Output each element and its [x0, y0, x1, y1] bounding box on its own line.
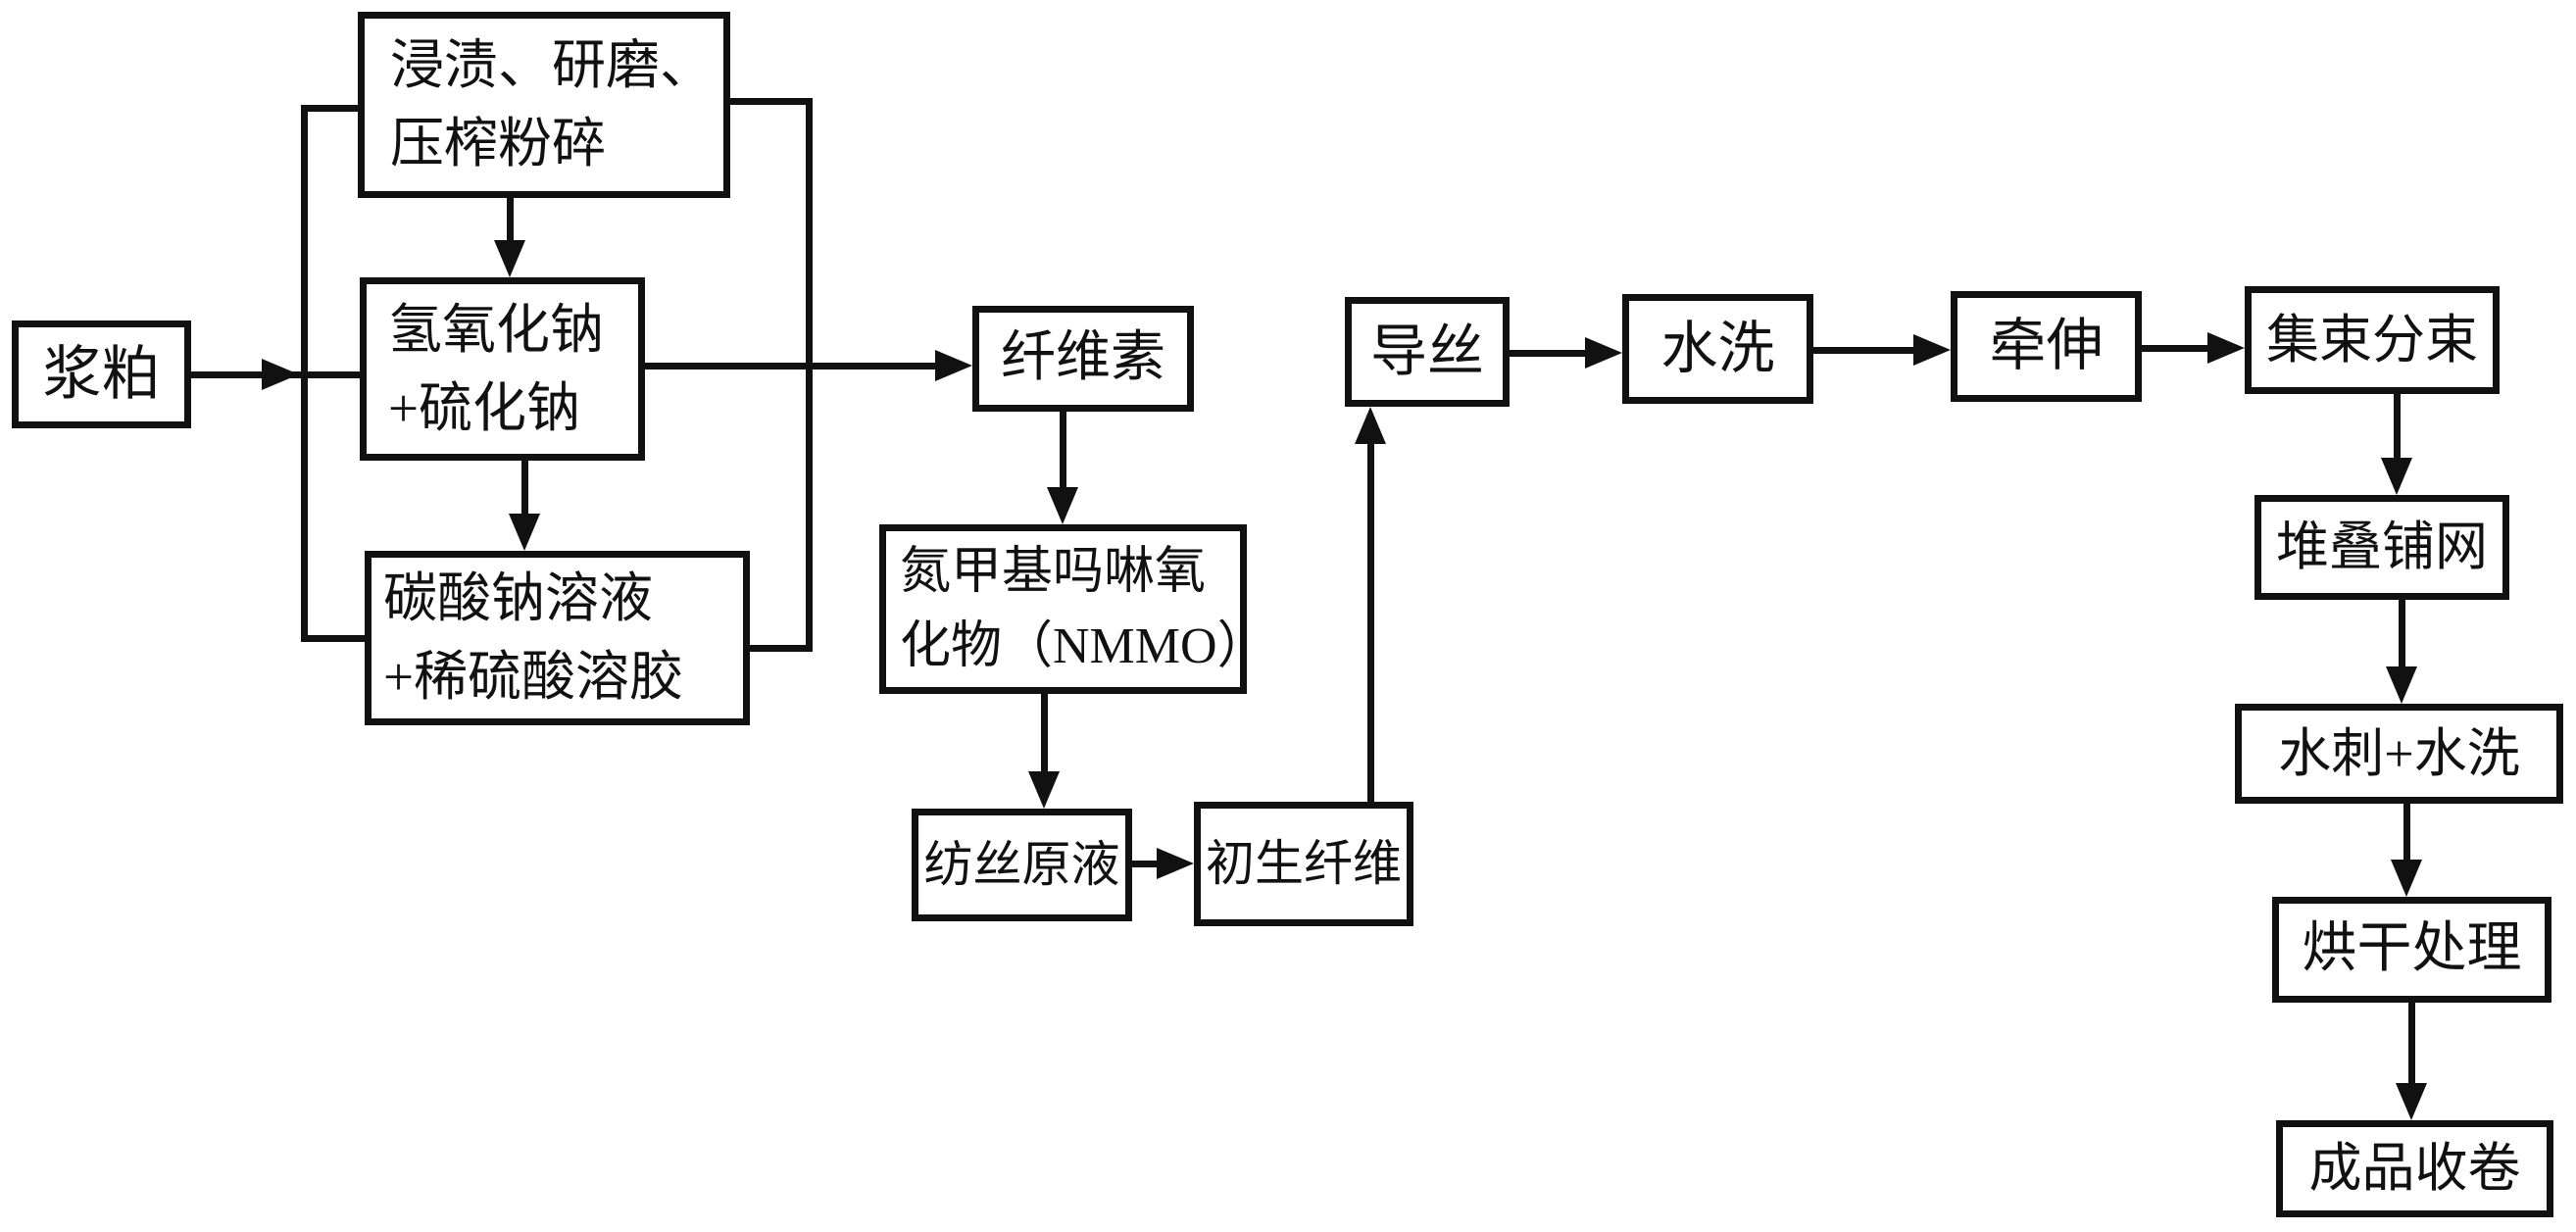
- node-godet: 导丝: [1345, 297, 1510, 407]
- node-drying-label: 烘干处理: [2302, 918, 2522, 980]
- node-nmmo: 氮甲基吗啉氧 化物（NMMO）: [879, 524, 1268, 694]
- node-stack-web-laying-label: 堆叠铺网: [2276, 517, 2488, 577]
- node-naoh-na2s-line1: 氢氧化钠: [388, 299, 605, 360]
- arrowhead-dry-to-wind-icon: [2396, 1083, 2427, 1120]
- arrowhead-dope-to-nascent-icon: [1157, 848, 1194, 879]
- edge-spunlace-to-dry-line: [2403, 804, 2410, 862]
- arrowhead-pulp-to-naoh-icon: [262, 359, 299, 390]
- arrowhead-pretreat-to-naoh-icon: [494, 240, 525, 277]
- arrowhead-nmmo-to-dope-icon: [1028, 771, 1060, 809]
- bracket-right-top-connector: [730, 98, 813, 105]
- node-product-winding: 成品收卷: [2276, 1120, 2553, 1217]
- bracket-right-vertical: [806, 98, 813, 652]
- edge-naoh-to-na2co3-line: [521, 461, 528, 516]
- edge-bundle-to-stack-line: [2394, 394, 2401, 460]
- edge-naoh-to-cellulose-line: [645, 363, 937, 370]
- node-stack-web-laying: 堆叠铺网: [2254, 495, 2509, 600]
- node-pulp: 浆粕: [12, 320, 191, 428]
- node-soaking-grinding-crushing: 浸渍、研磨、 压榨粉碎: [358, 12, 730, 198]
- edge-nascent-to-godet-line: [1367, 442, 1374, 802]
- node-water-washing: 水洗: [1622, 294, 1813, 404]
- edge-stack-to-spunlace-line: [2399, 600, 2405, 668]
- node-naoh-na2s-line2: +硫化钠: [388, 377, 581, 438]
- arrowhead-draw-to-bundle-icon: [2207, 332, 2245, 364]
- node-na2co3-solution-line1: 碳酸钠溶液: [383, 568, 654, 629]
- bracket-left-top-connector: [301, 105, 365, 112]
- arrowhead-wash-to-draw-icon: [1913, 334, 1951, 366]
- bracket-left-bottom-connector: [301, 635, 372, 642]
- arrowhead-spunlace-to-dry-icon: [2391, 860, 2422, 897]
- node-spinning-dope-label: 纺丝原液: [923, 837, 1120, 893]
- edge-cellulose-to-nmmo-line: [1060, 412, 1066, 489]
- node-drying: 烘干处理: [2272, 897, 2551, 1003]
- arrowhead-naoh-to-cellulose-icon: [935, 350, 972, 381]
- node-nmmo-line1: 氮甲基吗啉氧: [900, 544, 1207, 601]
- node-bundling-splitting-label: 集束分束: [2266, 310, 2478, 370]
- edge-dry-to-wind-line: [2408, 1003, 2415, 1085]
- node-naoh-na2s: 氢氧化钠 +硫化钠: [360, 277, 645, 461]
- node-spunlace-washing: 水刺+水洗: [2235, 704, 2563, 804]
- arrowhead-stack-to-spunlace-icon: [2386, 666, 2417, 704]
- bracket-right-bottom-connector: [750, 645, 813, 652]
- node-drawing-label: 牵伸: [1989, 314, 2104, 378]
- node-drawing: 牵伸: [1951, 291, 2142, 402]
- edge-draw-to-bundle-line: [2142, 345, 2209, 352]
- node-cellulose-label: 纤维素: [1001, 327, 1165, 389]
- arrowhead-naoh-to-na2co3-icon: [509, 514, 540, 551]
- node-pulp-label: 浆粕: [42, 341, 161, 407]
- edge-pretreat-to-naoh-line: [507, 198, 514, 242]
- edge-nmmo-to-dope-line: [1041, 694, 1048, 773]
- node-godet-label: 导丝: [1369, 319, 1484, 383]
- node-spinning-dope: 纺丝原液: [912, 809, 1132, 921]
- node-soaking-grinding-crushing-line2: 压榨粉碎: [390, 114, 607, 173]
- node-cellulose: 纤维素: [972, 306, 1194, 412]
- edge-dope-to-nascent-line: [1132, 861, 1159, 867]
- node-nmmo-line2: 化物（NMMO）: [900, 617, 1268, 674]
- node-nascent-fiber-label: 初生纤维: [1206, 836, 1402, 892]
- arrowhead-nascent-to-godet-icon: [1355, 407, 1386, 444]
- node-na2co3-solution-line2: +稀硫酸溶胶: [383, 647, 684, 707]
- arrowhead-bundle-to-stack-icon: [2381, 458, 2412, 495]
- edge-godet-to-wash-line: [1510, 350, 1587, 357]
- node-na2co3-solution: 碳酸钠溶液 +稀硫酸溶胶: [365, 551, 750, 725]
- node-product-winding-label: 成品收卷: [2308, 1139, 2521, 1199]
- arrowhead-godet-to-wash-icon: [1585, 337, 1622, 369]
- node-bundling-splitting: 集束分束: [2245, 286, 2500, 394]
- arrowhead-cellulose-to-nmmo-icon: [1047, 487, 1078, 524]
- node-nascent-fiber: 初生纤维: [1194, 802, 1413, 926]
- node-soaking-grinding-crushing-line1: 浸渍、研磨、: [390, 35, 715, 96]
- node-spunlace-washing-label: 水刺+水洗: [2278, 723, 2520, 783]
- node-water-washing-label: 水洗: [1660, 316, 1775, 380]
- edge-wash-to-draw-line: [1813, 347, 1915, 354]
